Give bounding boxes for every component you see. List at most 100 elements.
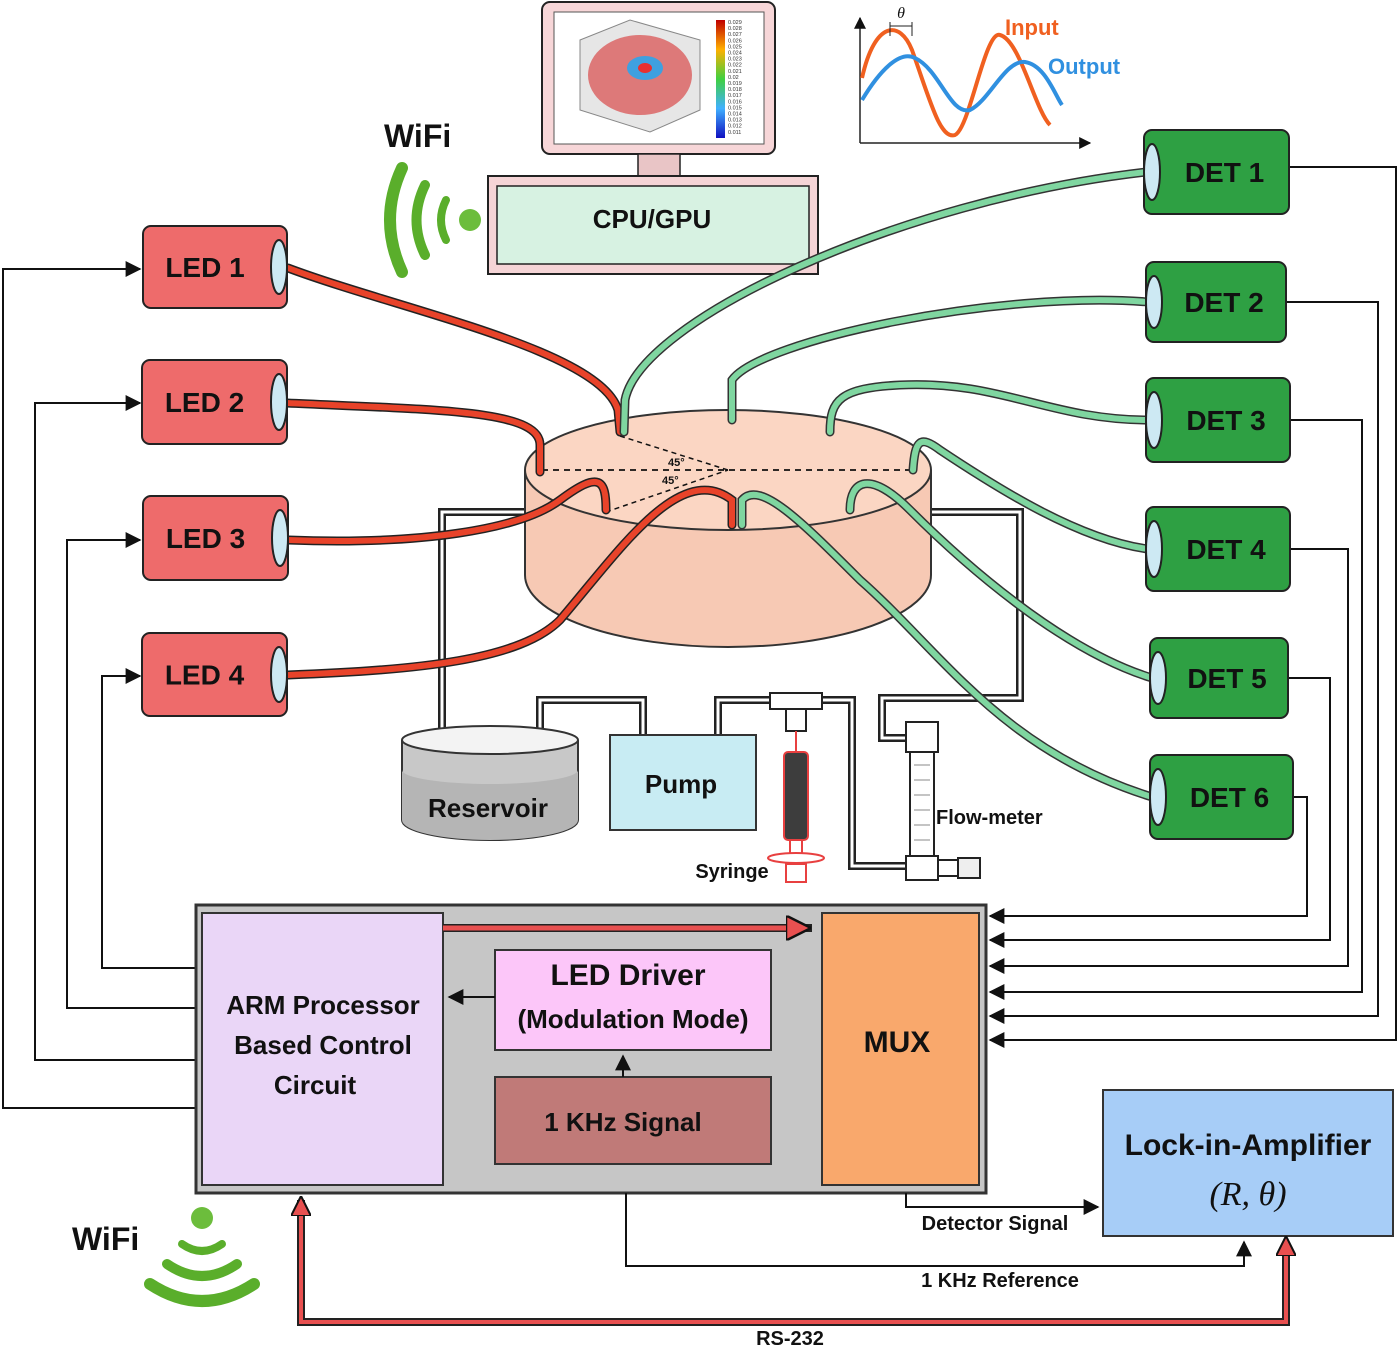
- detector-4: DET 4: [1145, 506, 1291, 592]
- detector-label: DET 2: [1184, 287, 1263, 318]
- mux-label: MUX: [864, 1026, 931, 1059]
- reservoir-label: Reservoir: [428, 793, 548, 823]
- led-lens: [270, 239, 288, 295]
- detector-2: DET 2: [1145, 261, 1287, 343]
- control-panel: ARM Processor Based Control Circuit LED …: [194, 903, 988, 1195]
- driver-line2: (Modulation Mode): [517, 1004, 748, 1034]
- led-label: LED 2: [165, 387, 244, 418]
- led-label: LED 3: [166, 523, 245, 554]
- colorbar-tick: 0.028: [728, 26, 742, 32]
- wifi-top-icon: WiFi: [384, 118, 481, 278]
- colorbar-tick: 0.013: [728, 118, 742, 124]
- syringe-label: Syringe: [695, 861, 768, 883]
- detector-lens: [1149, 651, 1167, 705]
- detector-lens: [1149, 768, 1167, 826]
- colorbar-tick: 0.025: [728, 44, 742, 50]
- colorbar-tick: 0.02: [728, 75, 739, 81]
- syringe: Syringe: [695, 692, 825, 883]
- detector-lens: [1145, 275, 1163, 329]
- colorbar-tick: 0.015: [728, 105, 742, 111]
- detector-3: DET 3: [1145, 377, 1291, 463]
- led-label: LED 1: [165, 252, 244, 283]
- led-4: LED 4: [141, 632, 288, 717]
- lockin-title: Lock-in-Amplifier: [1125, 1129, 1372, 1162]
- pump-label: Pump: [645, 769, 717, 799]
- reference-label: 1 KHz Reference: [921, 1270, 1079, 1292]
- bottom-connections: [301, 1193, 1286, 1326]
- led-label: LED 4: [165, 660, 245, 691]
- colorbar-tick: 0.029: [728, 20, 742, 26]
- theta-label: θ: [897, 5, 905, 22]
- angle-label-2: 45°: [662, 475, 679, 487]
- colorbar-tick: 0.018: [728, 87, 742, 93]
- led-2: LED 2: [141, 359, 288, 445]
- detector-lens: [1145, 391, 1163, 449]
- colorbar-tick: 0.023: [728, 57, 742, 63]
- tissue-phantom: 45° 45°: [524, 409, 932, 648]
- led-3: LED 3: [142, 495, 289, 581]
- detector-label: DET 4: [1186, 534, 1266, 565]
- colorbar-tick: 0.012: [728, 124, 742, 130]
- driver-line1: LED Driver: [550, 959, 705, 992]
- arm-line2: Based Control: [234, 1030, 412, 1060]
- wifi-bottom-label: WiFi: [72, 1221, 139, 1257]
- colorbar-tick: 0.016: [728, 99, 742, 105]
- arm-line3: Circuit: [274, 1070, 357, 1100]
- arm-line1: ARM Processor: [226, 990, 420, 1020]
- colorbar-tick: 0.017: [728, 93, 742, 99]
- arm-processor-box: [201, 912, 444, 1186]
- output-label: Output: [1048, 54, 1121, 79]
- detector-lens: [1143, 143, 1161, 201]
- led-control-lines: [2, 261, 196, 1109]
- led-lens: [270, 646, 288, 703]
- detectors: DET 1 DET 2 DET 3 DET 4 DET 5 DET 6: [1143, 129, 1294, 840]
- cpu-gpu-label: CPU/GPU: [593, 204, 711, 234]
- detector-signal-label: Detector Signal: [922, 1213, 1069, 1235]
- signal-label: 1 KHz Signal: [544, 1107, 701, 1137]
- detector-1: DET 1: [1143, 129, 1290, 215]
- phase-wave-plot: θ Input Output: [854, 5, 1121, 149]
- colorbar-tick: 0.019: [728, 81, 742, 87]
- detector-label: DET 3: [1186, 405, 1265, 436]
- detector-6: DET 6: [1149, 754, 1294, 840]
- det-signal-lines: [988, 166, 1397, 1048]
- led-lens: [271, 509, 289, 567]
- output-wave: [860, 54, 1064, 113]
- led-1: LED 1: [142, 225, 288, 309]
- colorbar-tick: 0.024: [728, 51, 742, 57]
- colorbar: [716, 20, 725, 138]
- wifi-top-label: WiFi: [384, 118, 451, 154]
- detector-label: DET 1: [1185, 157, 1264, 188]
- rs232-label: RS-232: [756, 1328, 824, 1347]
- flowmeter: Flow-meter: [905, 721, 1043, 881]
- optical-fibers: [282, 167, 1157, 802]
- wifi-bottom-icon: WiFi: [72, 1207, 260, 1307]
- cpu-gpu-box: CPU/GPU: [487, 175, 819, 275]
- colorbar-tick: 0.026: [728, 38, 742, 44]
- reservoir: Reservoir: [401, 725, 579, 841]
- detector-5: DET 5: [1149, 637, 1289, 719]
- colorbar-ticks: 0.0290.0280.0270.0260.0250.0240.0230.022…: [728, 20, 742, 136]
- detector-label: DET 6: [1190, 782, 1269, 813]
- signal-box: [494, 1076, 772, 1165]
- led-driver-box: [494, 949, 772, 1051]
- led-sources: LED 1 LED 2 LED 3 LED 4: [141, 225, 289, 717]
- monitor: 0.0290.0280.0270.0260.0250.0240.0230.022…: [541, 1, 776, 177]
- colorbar-tick: 0.021: [728, 69, 742, 75]
- lockin-amplifier: Lock-in-Amplifier (R, θ): [1102, 1089, 1394, 1237]
- colorbar-tick: 0.014: [728, 112, 742, 118]
- lockin-subtitle: (R, θ): [1209, 1176, 1286, 1213]
- colorbar-tick: 0.027: [728, 32, 742, 38]
- mux-box: [821, 912, 980, 1186]
- colorbar-tick: 0.022: [728, 63, 742, 69]
- colorbar-tick: 0.011: [728, 130, 741, 136]
- input-label: Input: [1005, 15, 1059, 40]
- detector-lens: [1145, 520, 1163, 578]
- flowmeter-label: Flow-meter: [936, 807, 1043, 829]
- led-lens: [270, 373, 288, 431]
- input-wave: [860, 28, 1052, 138]
- pump: Pump: [609, 734, 757, 831]
- detector-label: DET 5: [1187, 663, 1266, 694]
- angle-label-1: 45°: [668, 457, 685, 469]
